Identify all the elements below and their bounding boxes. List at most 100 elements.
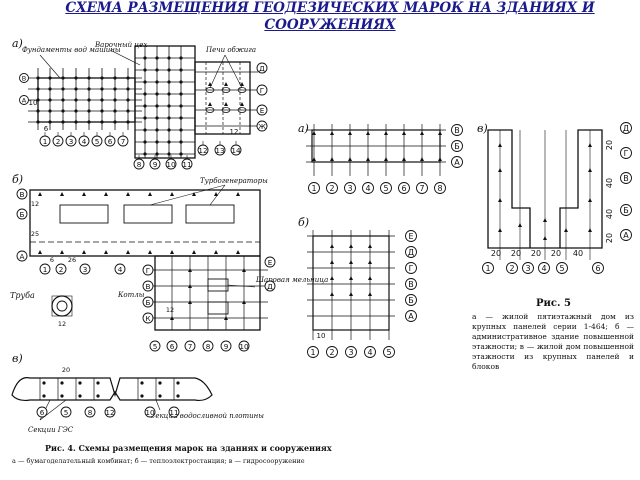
fig4-a-mark bbox=[155, 152, 159, 156]
axis-bubble bbox=[114, 263, 126, 275]
axis-label: Е bbox=[408, 232, 413, 241]
axis-label: 5 bbox=[559, 264, 564, 273]
fig4-a-mark bbox=[155, 116, 159, 120]
fig4-b-label-boilers: Котлы bbox=[117, 291, 145, 299]
axis-bubble bbox=[144, 406, 156, 418]
axis-bubble bbox=[19, 95, 29, 105]
fig4-a-dim-10: 10 bbox=[29, 99, 38, 107]
fig4-v-mark bbox=[42, 394, 46, 398]
fig4-a-mark bbox=[143, 152, 147, 156]
fig4-b-mark bbox=[188, 300, 192, 304]
fig5-b-mark bbox=[368, 292, 372, 296]
fig5-v-mark bbox=[498, 228, 502, 232]
axis-bubble bbox=[405, 294, 417, 306]
fig4-a-mark bbox=[87, 98, 91, 102]
axis-bubble bbox=[55, 263, 67, 275]
axis-bubble bbox=[230, 144, 242, 156]
fig4-a-mark bbox=[224, 102, 228, 106]
axis-bubble bbox=[326, 346, 338, 358]
fig5-a-mark bbox=[366, 157, 370, 161]
chimney-inner bbox=[56, 300, 68, 312]
fig4-a-mark bbox=[113, 76, 117, 80]
fig4-a-mark bbox=[167, 92, 171, 96]
axis-label: 3 bbox=[83, 265, 88, 274]
fig4-b-mark bbox=[188, 268, 192, 272]
axis-bubble bbox=[168, 406, 180, 418]
fig5-b-mark bbox=[330, 244, 334, 248]
axis-label: Д bbox=[408, 248, 414, 257]
fig4-a-mark bbox=[74, 98, 78, 102]
axis-bubble bbox=[264, 280, 276, 292]
kiln bbox=[237, 107, 247, 113]
axis-bubble bbox=[149, 158, 161, 170]
fig5-legend: а — жилой пятиэтажный дом из крупных пан… bbox=[472, 312, 634, 371]
axis-label: 6 bbox=[170, 342, 175, 351]
axis-label: К bbox=[145, 314, 150, 323]
fig5-a-mark bbox=[330, 157, 334, 161]
axis-label: 7 bbox=[121, 137, 126, 146]
fig5-a-mark bbox=[438, 131, 442, 135]
axis-bubble bbox=[149, 340, 161, 352]
fig5-b-mark bbox=[368, 260, 372, 264]
axis-label: Г bbox=[409, 264, 414, 273]
fig4-a-mark bbox=[61, 87, 65, 91]
axis-label: 5 bbox=[383, 184, 388, 193]
axis-label: 2 bbox=[509, 264, 514, 273]
fig5-v-dim-horizontal: 20 bbox=[491, 249, 501, 258]
fig5-b-mark bbox=[349, 260, 353, 264]
fig4-v-mark bbox=[78, 394, 82, 398]
axis-label: 4 bbox=[367, 348, 372, 357]
axis-bubble bbox=[91, 135, 103, 147]
axis-bubble bbox=[84, 406, 96, 418]
fig4-a-mark bbox=[240, 102, 244, 106]
fig4-a-mark bbox=[143, 104, 147, 108]
fig4-a-mark bbox=[87, 76, 91, 80]
ball-mill bbox=[207, 278, 229, 292]
fig5-a-mark bbox=[312, 157, 316, 161]
axis-bubble bbox=[405, 246, 417, 258]
fig5-v-dim-horizontal: 40 bbox=[573, 249, 583, 258]
fig5-v-mark bbox=[588, 168, 592, 172]
axis-label: 4 bbox=[365, 184, 370, 193]
fig4-a-label-boiling-shop: Варочный цех bbox=[94, 41, 147, 49]
fig4-b-dim-26: 26 bbox=[68, 256, 76, 264]
fig4-a-mark bbox=[74, 76, 78, 80]
fig5-v-dim-vertical: 40 bbox=[605, 178, 614, 188]
fig5-a-mark bbox=[348, 131, 352, 135]
fig4-b-dim-chimney: 12 bbox=[58, 320, 66, 328]
axis-label: 2 bbox=[59, 265, 64, 274]
axis-label: 3 bbox=[348, 348, 353, 357]
fig4-v-mark bbox=[140, 394, 144, 398]
fig5-v-mark bbox=[588, 228, 592, 232]
axis-bubble bbox=[592, 262, 604, 274]
fig5-a-mark bbox=[402, 131, 406, 135]
fig4-v-label-hpp: Секции ГЭС bbox=[28, 426, 74, 434]
axis-label: Е bbox=[268, 258, 273, 267]
fig5-b-mark bbox=[349, 276, 353, 280]
axis-label: 3 bbox=[69, 137, 74, 146]
fig5-b-mark bbox=[368, 244, 372, 248]
fig4-a-mark bbox=[179, 116, 183, 120]
axis-bubble bbox=[307, 346, 319, 358]
axis-bubble bbox=[416, 182, 428, 194]
leader-line bbox=[227, 284, 256, 288]
axis-bubble bbox=[16, 208, 28, 220]
axis-label: 7 bbox=[419, 184, 424, 193]
fig5-caption: Рис. 5 bbox=[536, 298, 571, 309]
fig4-a-mark bbox=[126, 87, 130, 91]
fig4-legend: а — бумагоделательный комбинат; б — тепл… bbox=[12, 457, 305, 465]
fig4-a-mark bbox=[100, 76, 104, 80]
fig4-b-mark bbox=[126, 192, 130, 196]
leader-line bbox=[109, 49, 141, 66]
axis-label: Г bbox=[260, 86, 264, 95]
axis-label: 6 bbox=[40, 408, 45, 417]
axis-label: 4 bbox=[82, 137, 87, 146]
axis-bubble bbox=[482, 262, 494, 274]
fig5-a-mark bbox=[438, 157, 442, 161]
fig4-v-mark bbox=[158, 394, 162, 398]
turbogenerator bbox=[59, 204, 109, 224]
axis-label: 5 bbox=[153, 342, 158, 351]
axis-bubble bbox=[405, 278, 417, 290]
fig4-b-dim-12b: 12 bbox=[166, 306, 174, 314]
